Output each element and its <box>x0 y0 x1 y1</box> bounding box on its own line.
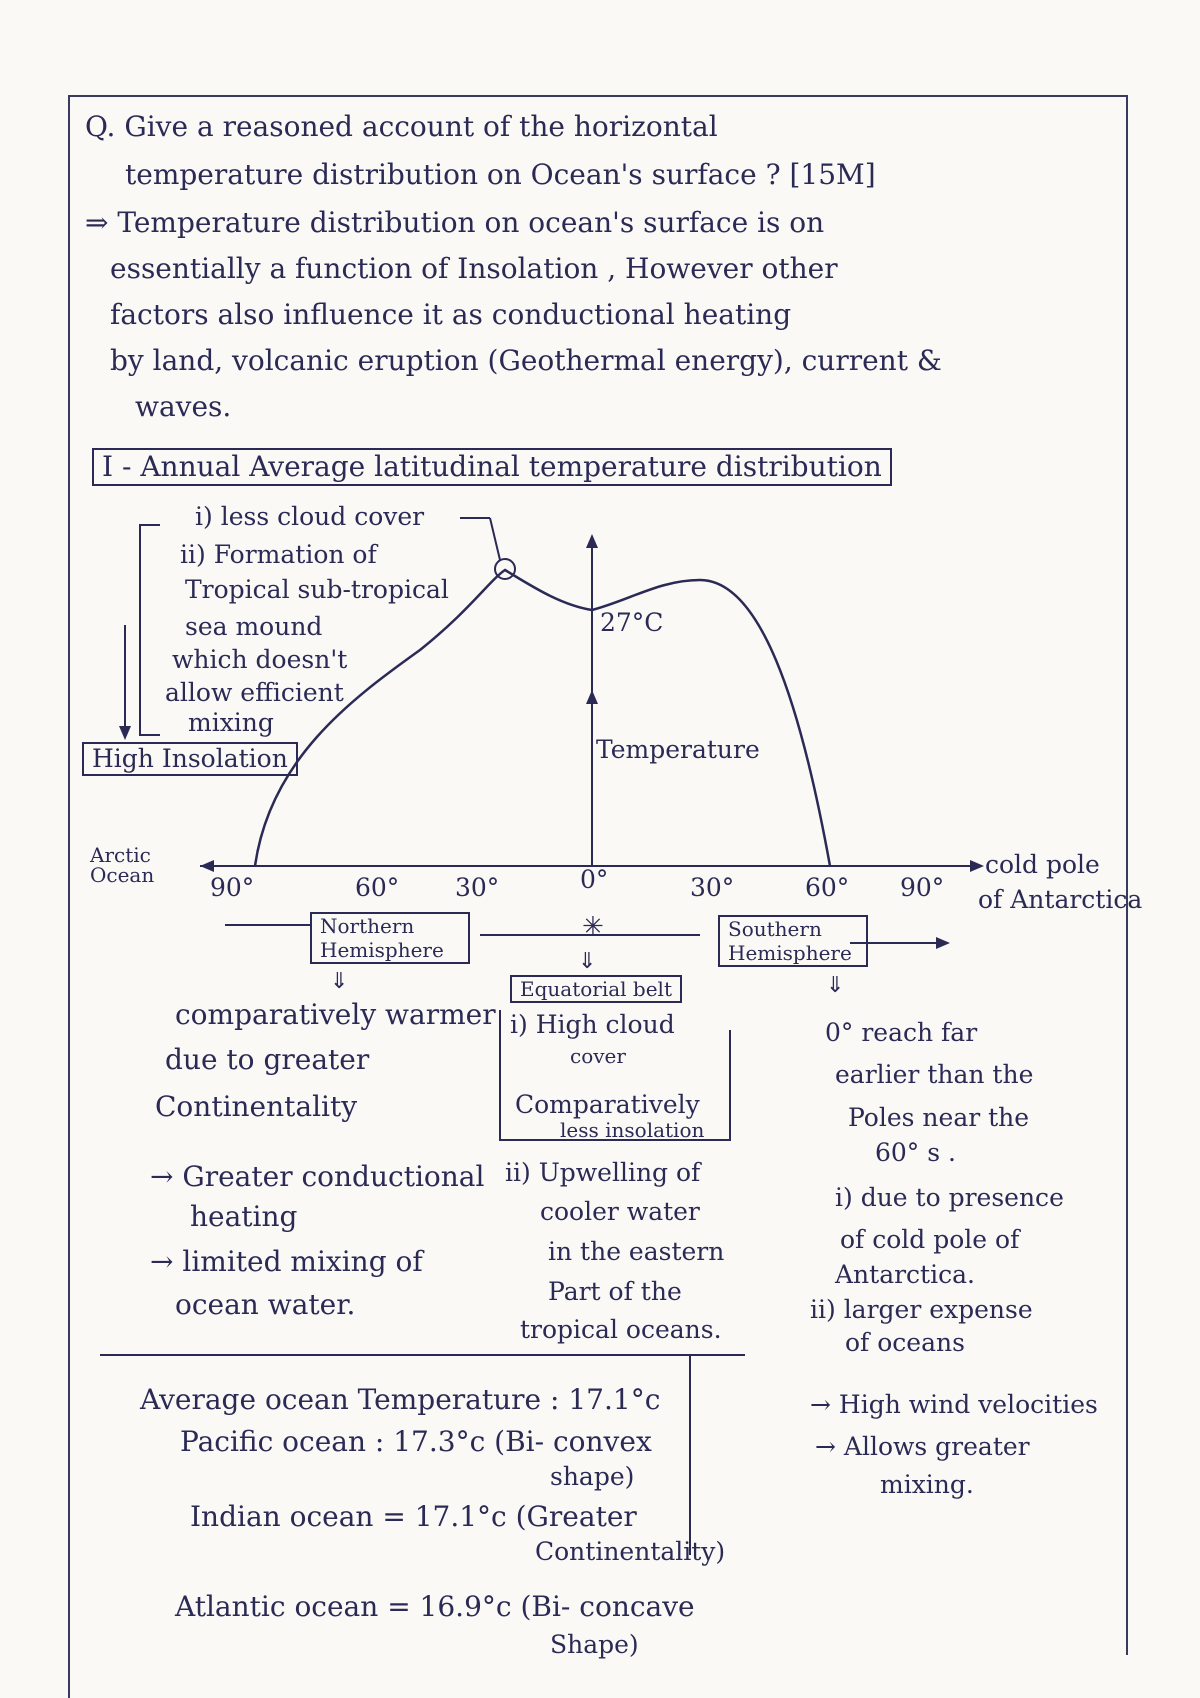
temperature-axis-arrow <box>586 534 598 548</box>
arctic-ocean: Arctic Ocean <box>90 843 155 887</box>
tick-30-s: 30° <box>690 873 735 902</box>
high-insolation: High Insolation <box>82 742 298 776</box>
north-line-6: → limited mixing of <box>150 1245 423 1278</box>
tick-90-s: 90° <box>900 873 945 902</box>
south-line-5: i) due to presence <box>835 1183 1064 1212</box>
south-line-3: Poles near the <box>848 1103 1030 1132</box>
equator-line-2: cover <box>570 1044 626 1068</box>
cold-pole-2: of Antarctica <box>978 885 1143 914</box>
south-line-2: earlier than the <box>835 1060 1034 1089</box>
answer-line-1: ⇒ Temperature distribution on ocean's su… <box>85 206 825 239</box>
note-ii-2: Tropical sub-tropical <box>185 575 449 604</box>
left-bracket <box>139 524 160 736</box>
south-line-1: 0° reach far <box>825 1018 978 1047</box>
peak-pointer-line-2 <box>489 517 501 561</box>
tick-30-n: 30° <box>455 873 500 902</box>
equatorial-belt: Equatorial belt <box>510 975 682 1003</box>
top-rule <box>68 95 1128 97</box>
equator-box <box>499 1010 731 1141</box>
equator-down-arrow: ⇓ <box>578 949 596 974</box>
south-line-12: mixing. <box>880 1470 974 1499</box>
south-line-9: of oceans <box>845 1328 965 1357</box>
temperature-curve <box>253 568 832 867</box>
question-line-2: temperature distribution on Ocean's surf… <box>125 158 876 191</box>
equator-line-7: in the eastern <box>548 1237 725 1266</box>
southern-hemisphere: Southern Hemisphere <box>718 915 868 967</box>
average-temperature: Average ocean Temperature : 17.1°c <box>140 1383 661 1416</box>
north-line-5: heating <box>190 1200 298 1233</box>
north-line-1: comparatively warmer <box>175 998 496 1031</box>
equator-line-9: tropical oceans. <box>520 1315 722 1344</box>
north-line-2: due to greater <box>165 1043 370 1076</box>
equator-line-4: less insolation <box>560 1118 705 1142</box>
north-line-4: → Greater conductional <box>150 1160 485 1193</box>
atlantic-shape: Shape) <box>550 1630 639 1659</box>
note-ii-5: allow efficient <box>165 678 344 707</box>
indian-continentality: Continentality) <box>535 1537 726 1566</box>
margin-line <box>68 95 70 1698</box>
equator-line-3: Comparatively <box>515 1090 700 1119</box>
equator-star: ✳ <box>582 912 604 942</box>
south-span-arrow <box>936 937 950 949</box>
indian-temperature: Indian ocean = 17.1°c (Greater <box>190 1500 637 1533</box>
answer-line-5: waves. <box>135 390 232 423</box>
tick-0: 0° <box>580 865 609 894</box>
south-line-4: 60° s . <box>875 1138 956 1167</box>
answer-line-4: by land, volcanic eruption (Geothermal e… <box>110 344 942 377</box>
north-line-7: ocean water. <box>175 1288 356 1321</box>
south-down-arrow: ⇓ <box>826 973 844 998</box>
south-line-8: ii) larger expense <box>810 1295 1033 1324</box>
south-line-7: Antarctica. <box>835 1260 975 1289</box>
equator-line-5: ii) Upwelling of <box>505 1158 701 1187</box>
right-rule <box>1126 95 1128 1655</box>
pacific-temperature: Pacific ocean : 17.3°c (Bi- convex <box>180 1425 652 1458</box>
axis-arrow-left <box>200 860 214 872</box>
axis-label-temperature: Temperature <box>596 735 760 764</box>
south-line-6: of cold pole of <box>840 1225 1020 1254</box>
cold-pole-1: cold pole <box>985 850 1100 879</box>
section-title: I - Annual Average latitudinal temperatu… <box>92 448 892 486</box>
note-ii-3: sea mound <box>185 612 323 641</box>
peak-temperature: 27°C <box>600 608 664 637</box>
atlantic-temperature: Atlantic ocean = 16.9°c (Bi- concave <box>175 1590 695 1623</box>
pacific-shape: shape) <box>550 1462 635 1491</box>
north-down-arrow: ⇓ <box>330 969 348 994</box>
equator-line-1: i) High cloud <box>510 1010 675 1039</box>
left-arrow-head <box>119 726 131 740</box>
note-ii-1: ii) Formation of <box>180 540 377 569</box>
note-ii-6: mixing <box>188 708 274 737</box>
axis-arrow-right <box>970 860 984 872</box>
tick-90-n: 90° <box>210 873 255 902</box>
answer-line-3: factors also influence it as conductiona… <box>110 298 792 331</box>
northern-hemisphere: Northern Hemisphere <box>310 912 470 964</box>
peak-marker <box>494 558 516 580</box>
equator-line-6: cooler water <box>540 1197 700 1226</box>
equator-line-8: Part of the <box>548 1277 682 1306</box>
south-line-11: → Allows greater <box>815 1432 1030 1461</box>
tick-60-n: 60° <box>355 873 400 902</box>
answer-line-2: essentially a function of Insolation , H… <box>110 252 838 285</box>
question-line-1: Q. Give a reasoned account of the horizo… <box>85 110 718 143</box>
south-line-10: → High wind velocities <box>810 1390 1098 1419</box>
north-line-3: Continentality <box>155 1090 358 1123</box>
note-ii-4: which doesn't <box>172 645 348 674</box>
note-i: i) less cloud cover <box>195 502 425 531</box>
tick-60-s: 60° <box>805 873 850 902</box>
